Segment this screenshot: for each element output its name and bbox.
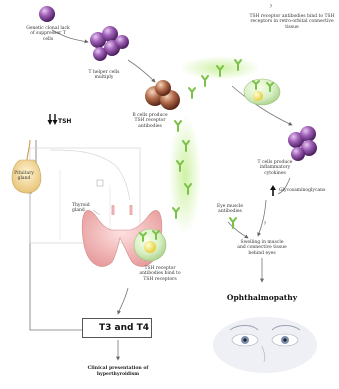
label-t-helper: T helper cells multiply	[84, 70, 124, 81]
label-swelling: Swelling in muscle and connective tissue…	[236, 240, 288, 256]
label-tsh-antibodies-top: TSH receptor antibodies bind to TSH rece…	[249, 14, 335, 30]
thyroid-cell	[134, 229, 166, 261]
arrow-eyemuscle-to-swelling	[228, 222, 248, 238]
label-eye-muscle: Eye muscle antibodies	[212, 204, 248, 215]
label-tsh: TSH	[58, 118, 71, 125]
arrow-glycos-to-swelling	[258, 200, 266, 236]
label-clinical: Clinical presentation of hyperthyroidism	[72, 366, 164, 377]
arrow-thyroid-to-t3t4	[118, 288, 128, 314]
label-t3-t4: T3 and T4	[99, 323, 149, 333]
up-arrow-icon	[270, 185, 276, 196]
label-b-cells: B cells produce TSH receptor antibodies	[128, 113, 172, 129]
double-down-arrow-icon	[48, 114, 58, 125]
suppressor-t-cell	[39, 6, 55, 22]
label-question-eye: ?	[260, 222, 270, 227]
eye-muscle-antibody	[230, 218, 236, 228]
t-cells-cluster	[288, 126, 317, 161]
callout-box	[97, 180, 103, 186]
label-pituitary: Pituitary gland	[10, 171, 38, 182]
arrow-thelper-to-bcells	[128, 60, 155, 82]
label-question-top: ?	[266, 5, 276, 10]
label-ophthalmopathy: Ophthalmopathy	[212, 293, 312, 302]
label-thyroid: Thyroid gland	[72, 203, 94, 214]
antibody-glow-vertical	[169, 115, 201, 235]
label-t-cells: T cells produce inflammatory cytokines	[255, 160, 295, 176]
label-genetic: Genetic clonal lack of suppressor T cell…	[26, 26, 70, 42]
b-cells	[145, 80, 180, 110]
neck-outline	[50, 150, 130, 200]
eyes-image	[213, 317, 317, 373]
retro-orbital-cell	[244, 79, 280, 105]
label-glycosaminoglycans: Glycosaminoglycans	[279, 188, 335, 193]
label-tsh-bind-bottom: TSH receptor antibodies bind to TSH rece…	[134, 266, 186, 282]
t3-t4-box: T3 and T4	[82, 318, 152, 338]
t-helper-cluster	[90, 26, 129, 61]
